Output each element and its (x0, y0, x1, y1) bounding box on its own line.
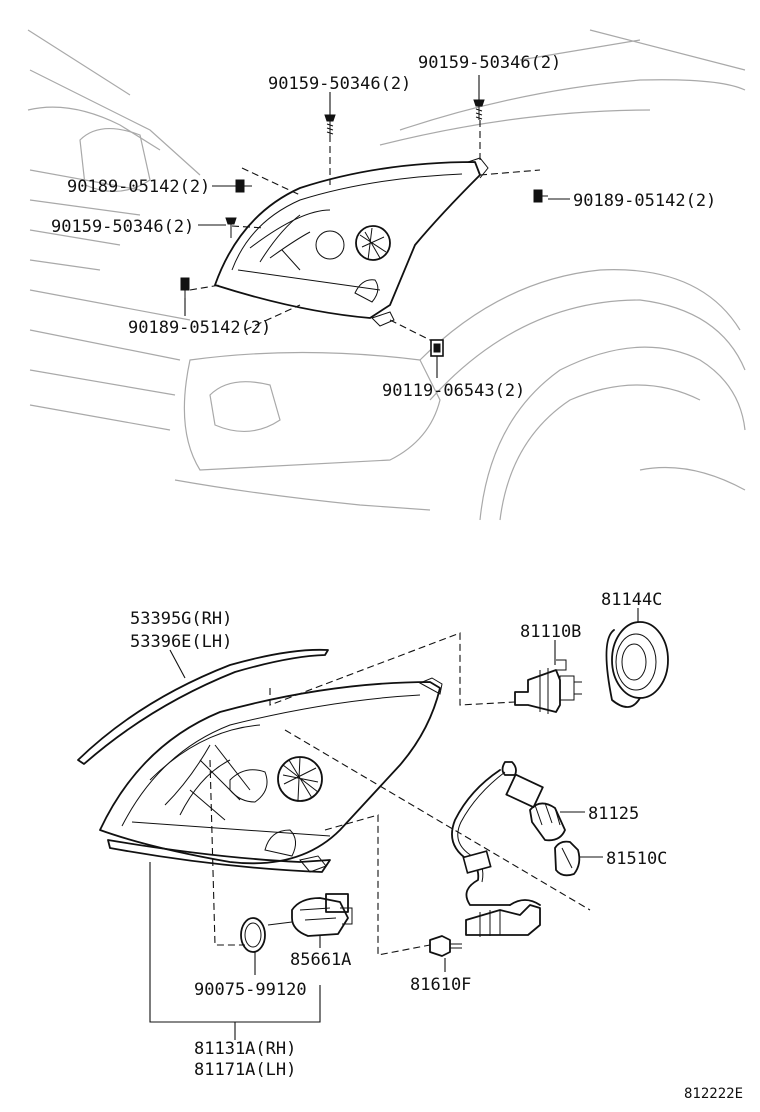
label-bulb-amber[interactable]: 81510C (606, 849, 667, 869)
label-bolt-left-upper[interactable]: 90189-05142(2) (67, 177, 210, 197)
bolt-icon (533, 189, 548, 203)
trim-strip (77, 648, 329, 765)
label-nut-bottom[interactable]: 90119-06543(2) (382, 381, 525, 401)
label-bolt-right[interactable]: 90189-05142(2) (573, 191, 716, 211)
bulb-icon (514, 659, 582, 714)
label-bolt-left-lower[interactable]: 90189-05142(2) (128, 318, 271, 338)
vehicle-outline (27, 29, 746, 521)
motor-icon (267, 893, 353, 937)
label-trim-rh[interactable]: 53395G(RH) (130, 609, 232, 629)
headlamp-assembly (99, 677, 443, 873)
label-leveling-motor[interactable]: 85661A (290, 950, 351, 970)
socket-icon (451, 761, 566, 906)
headlamp-installed (189, 120, 541, 346)
screw-icon (225, 217, 237, 238)
label-assy-rh[interactable]: 81131A(RH) (194, 1039, 296, 1059)
label-screw-top-right[interactable]: 90159-50346(2) (418, 53, 561, 73)
cap (605, 621, 669, 708)
label-screw-left[interactable]: 90159-50346(2) (51, 217, 194, 237)
o-ring-icon (240, 917, 266, 953)
screw-icon (324, 114, 336, 135)
label-socket[interactable]: 81125 (588, 804, 639, 824)
bulb-icon (429, 935, 462, 957)
label-bulb-wedge[interactable]: 81610F (410, 975, 471, 995)
label-screw-top-mid[interactable]: 90159-50346(2) (268, 74, 411, 94)
label-cap[interactable]: 81144C (601, 590, 662, 610)
bulb-icon (554, 840, 581, 877)
label-trim-lh[interactable]: 53396E(LH) (130, 632, 232, 652)
label-assy-lh[interactable]: 81171A(LH) (194, 1060, 296, 1080)
label-bulb-h4[interactable]: 81110B (520, 622, 581, 642)
clip-nut-icon (430, 339, 444, 357)
diagram-id: 812222E (684, 1086, 743, 1102)
socket-icon (465, 899, 541, 937)
bolt-icon (235, 179, 252, 193)
screw-icon (473, 99, 485, 120)
label-o-ring[interactable]: 90075-99120 (194, 980, 307, 1000)
bolt-icon (180, 277, 190, 298)
